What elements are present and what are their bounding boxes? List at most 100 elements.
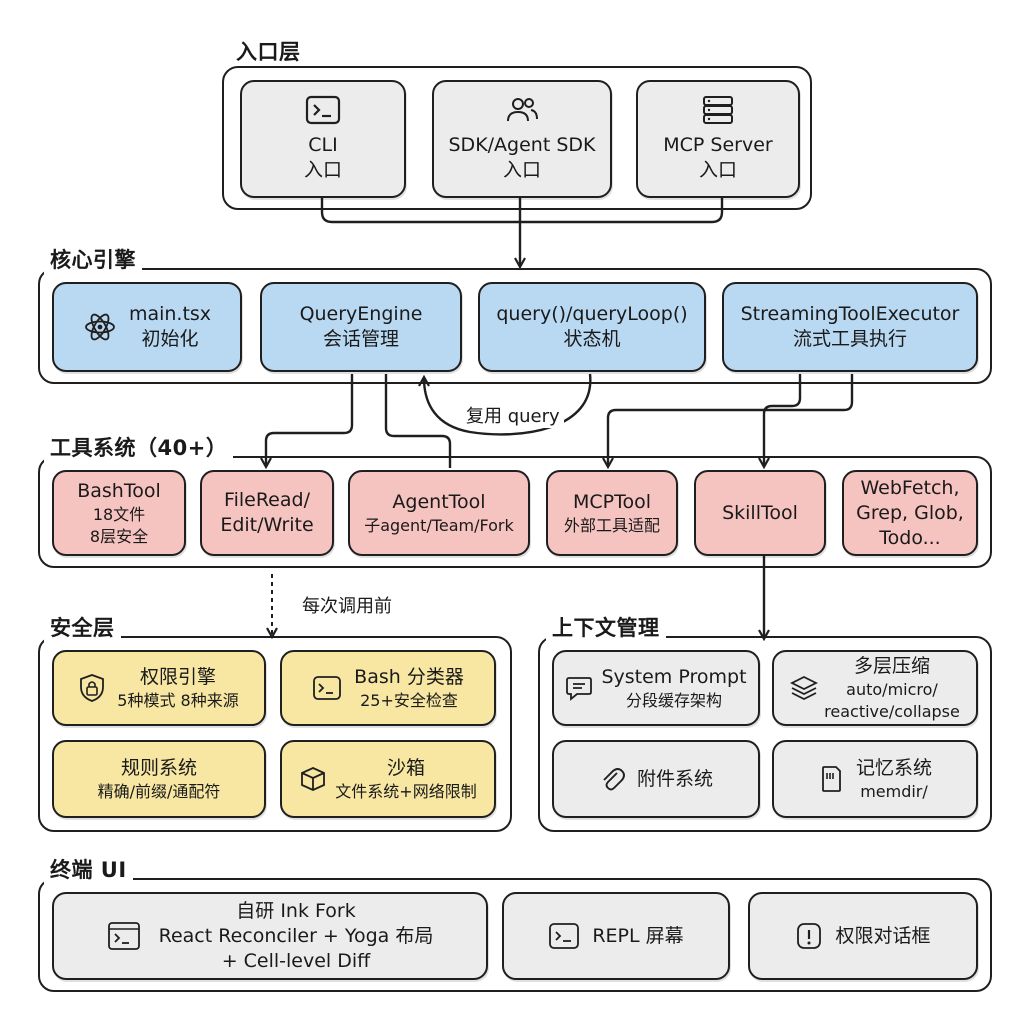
sdk-entry-box: SDK/Agent SDK 入口 xyxy=(432,80,612,198)
multi-layer-compression-line-1: auto/micro/ xyxy=(846,679,938,699)
skill-tool-title: SkillTool xyxy=(722,501,798,524)
mcp-server-entry-box: MCP Server 入口 xyxy=(636,80,800,198)
bash-tool-line-1: 18文件 xyxy=(92,504,146,524)
bash-classifier-title: Bash 分类器 xyxy=(354,665,464,688)
sdk-entry-title: SDK/Agent SDK xyxy=(448,134,596,156)
bash-tool-line-2: 8层安全 xyxy=(89,526,149,546)
sandbox-title: 沙箱 xyxy=(386,756,425,779)
mcp-tool-title: MCPTool xyxy=(572,490,652,513)
context-mgmt-title: 上下文管理 xyxy=(546,612,666,642)
permission-engine-sub: 5种模式 8种来源 xyxy=(117,690,239,710)
entry-merge-wire xyxy=(320,198,724,224)
server-icon xyxy=(700,95,736,125)
ink-fork-line-2: + Cell-level Diff xyxy=(221,949,371,972)
streaming-tool-executor-title: StreamingToolExecutor xyxy=(740,303,960,325)
queryengine-to-fileread-arrow xyxy=(266,374,354,466)
attachment-system-title: 附件系统 xyxy=(636,767,713,790)
terminal-icon xyxy=(548,922,580,950)
lock-shield-icon xyxy=(79,673,105,703)
bash-tool-title: BashTool xyxy=(77,479,161,502)
ink-fork-line-1: React Reconciler + Yoga 布局 xyxy=(158,924,434,947)
query-engine-title: QueryEngine xyxy=(299,303,423,325)
bash-classifier-sub: 25+安全检查 xyxy=(360,690,458,710)
memory-system-sub: memdir/ xyxy=(860,781,928,801)
tool-system-title: 工具系统（40+） xyxy=(44,432,234,462)
query-loop-sub: 状态机 xyxy=(563,328,621,350)
bash-classifier-box: Bash 分类器 25+安全检查 xyxy=(280,650,496,726)
attachment-system-box: 附件系统 xyxy=(552,740,760,818)
file-read-tool-box: FileRead/ Edit/Write xyxy=(200,470,334,556)
rule-system-sub: 精确/前缀/通配符 xyxy=(97,781,221,801)
react-atom-icon xyxy=(83,310,117,344)
multi-layer-compression-box: 多层压缩 auto/micro/ reactive/collapse xyxy=(772,650,978,726)
rule-system-box: 规则系统 精确/前缀/通配符 xyxy=(52,740,266,818)
ink-fork-box: 自研 Ink Fork React Reconciler + Yoga 布局 +… xyxy=(52,892,488,980)
entry-layer-group xyxy=(222,66,812,210)
agent-tool-title: AgentTool xyxy=(392,490,486,513)
window-terminal-icon xyxy=(107,921,141,951)
agent-tool-box: AgentTool 子agent/Team/Fork xyxy=(348,470,530,556)
tool-system-group xyxy=(38,456,992,568)
terminal-ui-title: 终端 UI xyxy=(44,854,133,884)
box-icon xyxy=(299,765,327,793)
cli-entry-sub: 入口 xyxy=(303,159,342,181)
system-prompt-box: System Prompt 分段缓存架构 xyxy=(552,650,760,726)
mcp-tool-box: MCPTool 外部工具适配 xyxy=(546,470,678,556)
query-engine-box: QueryEngine 会话管理 xyxy=(260,282,462,372)
system-prompt-title: System Prompt xyxy=(601,665,747,688)
cli-entry-title: CLI xyxy=(308,134,338,156)
executor-to-skilltool-arrow xyxy=(764,374,802,466)
main-tsx-box: main.tsx 初始化 xyxy=(52,282,242,372)
main-tsx-sub: 初始化 xyxy=(141,328,199,350)
agenttool-reuse-wire xyxy=(384,374,452,468)
rule-system-title: 规则系统 xyxy=(120,756,197,779)
paperclip-icon xyxy=(599,764,625,794)
multi-layer-compression-title: 多层压缩 xyxy=(853,654,930,677)
reuse-query-label: 复用 query xyxy=(462,402,564,428)
agent-tool-line-1: 子agent/Team/Fork xyxy=(364,515,514,535)
multi-layer-compression-line-2: reactive/collapse xyxy=(824,701,960,721)
memory-system-box: 记忆系统 memdir/ xyxy=(772,740,978,818)
security-layer-title: 安全层 xyxy=(44,612,121,642)
mcp-server-entry-sub: 入口 xyxy=(698,159,737,181)
entry-layer-title: 入口层 xyxy=(230,36,307,66)
query-loop-box: query()/queryLoop() 状态机 xyxy=(478,282,706,372)
cli-entry-box: CLI 入口 xyxy=(240,80,406,198)
mcp-tool-line-1: 外部工具适配 xyxy=(563,515,660,535)
layers-icon xyxy=(790,674,819,702)
core-engine-group xyxy=(38,268,992,384)
permission-dialog-box: 权限对话框 xyxy=(748,892,978,980)
query-loop-title: query()/queryLoop() xyxy=(496,303,688,325)
sandbox-sub: 文件系统+网络限制 xyxy=(335,781,477,801)
web-fetch-tool-box: WebFetch, Grep, Glob, Todo... xyxy=(842,470,978,556)
before-call-label: 每次调用前 xyxy=(298,592,396,618)
permission-dialog-title: 权限对话框 xyxy=(835,924,931,947)
sdk-entry-sub: 入口 xyxy=(502,159,541,181)
web-fetch-tool-line-2: Todo... xyxy=(879,526,941,549)
executor-to-mcptool-arrow xyxy=(608,374,854,466)
web-fetch-tool-title: WebFetch, xyxy=(860,476,960,499)
streaming-tool-executor-box: StreamingToolExecutor 流式工具执行 xyxy=(722,282,978,372)
file-read-tool-title: FileRead/ xyxy=(224,489,310,511)
reuse-query-arrow xyxy=(424,373,592,436)
memory-system-title: 记忆系统 xyxy=(855,756,932,779)
skill-tool-box: SkillTool xyxy=(694,470,826,556)
bash-tool-box: BashTool 18文件 8层安全 xyxy=(52,470,186,556)
system-prompt-sub: 分段缓存架构 xyxy=(625,690,722,710)
streaming-tool-executor-sub: 流式工具执行 xyxy=(792,328,907,350)
users-icon xyxy=(504,95,540,125)
terminal-ui-group xyxy=(38,878,992,992)
mcp-server-entry-title: MCP Server xyxy=(663,134,773,156)
file-read-tool-line-1: Edit/Write xyxy=(220,514,314,536)
memory-card-icon xyxy=(818,764,844,794)
terminal-icon xyxy=(312,675,342,701)
web-fetch-tool-line-1: Grep, Glob, xyxy=(856,501,964,524)
ink-fork-title: 自研 Ink Fork xyxy=(236,899,356,922)
permission-engine-box: 权限引擎 5种模式 8种来源 xyxy=(52,650,266,726)
core-engine-title: 核心引擎 xyxy=(44,244,142,274)
alert-icon xyxy=(795,921,823,951)
sandbox-box: 沙箱 文件系统+网络限制 xyxy=(280,740,496,818)
chat-icon xyxy=(565,674,593,702)
terminal-icon xyxy=(305,95,341,125)
